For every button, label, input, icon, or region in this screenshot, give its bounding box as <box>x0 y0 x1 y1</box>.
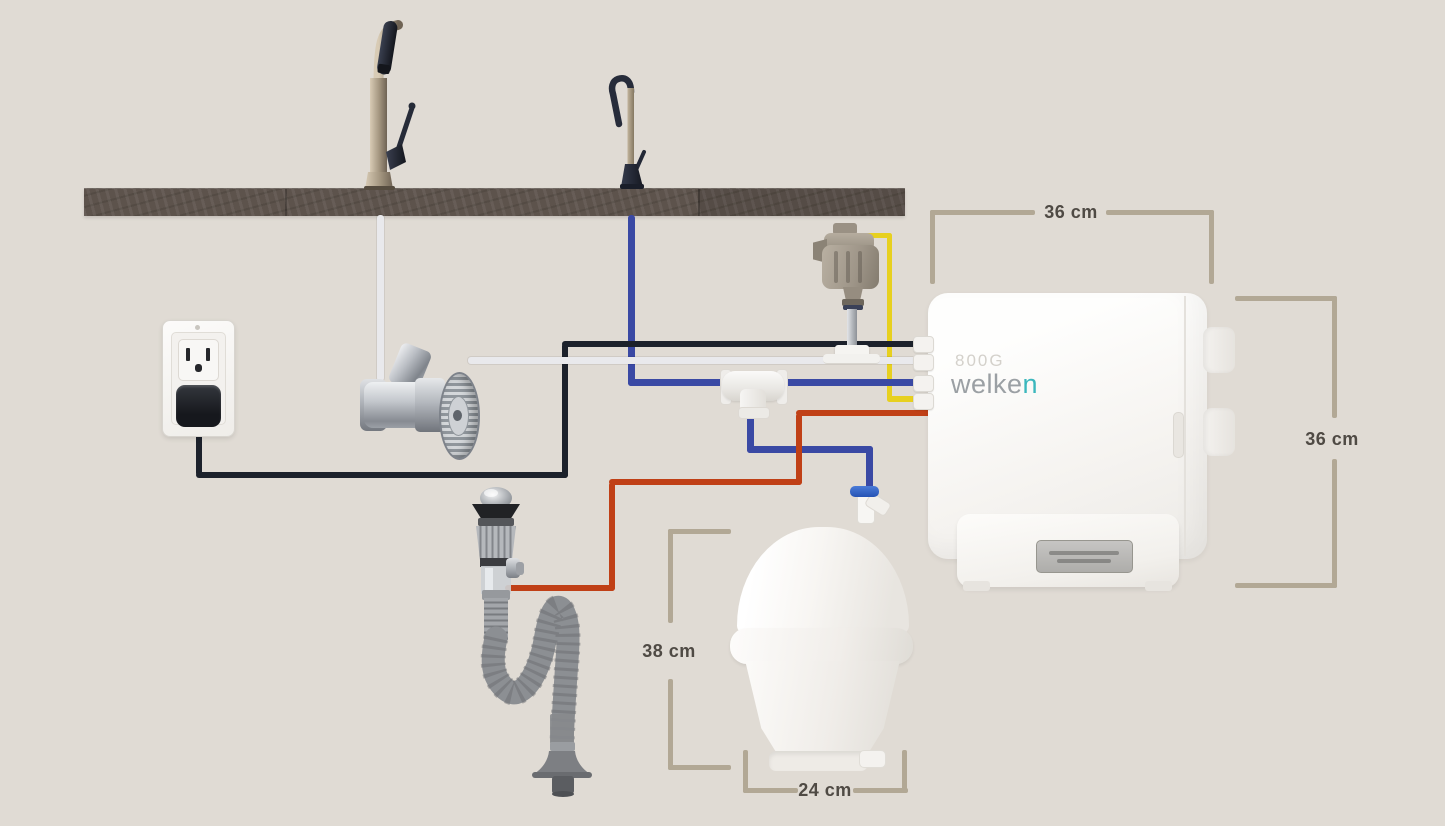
power-cord <box>562 341 932 347</box>
tube-red-drain <box>796 410 932 416</box>
unit-foot <box>963 581 990 591</box>
dim-bracket-tank-width <box>743 750 748 793</box>
unit-port-aux <box>913 393 934 410</box>
tank-base <box>769 751 868 771</box>
dim-bracket-tank-width <box>902 750 907 793</box>
dim-bracket-unit-height <box>1235 296 1337 301</box>
valve-cap <box>833 223 857 235</box>
dim-bracket-tank-height <box>668 679 673 770</box>
dim-bracket-unit-height <box>1235 583 1337 588</box>
unit-handle-slot <box>1173 412 1184 458</box>
angle-stop-valve <box>358 340 480 462</box>
counter-seam <box>698 189 700 216</box>
unit-right-fitting <box>1203 408 1235 456</box>
dim-bracket-unit-width <box>1209 210 1214 284</box>
tee-branch-flare <box>738 407 770 419</box>
outlet-slot <box>186 348 190 361</box>
dim-label-unit-height: 36 cm <box>1305 429 1359 449</box>
countertop <box>84 188 905 216</box>
unit-foot <box>1145 581 1172 591</box>
tank-valve-handle <box>850 486 879 497</box>
tube-yellow <box>887 396 932 402</box>
ro-faucet <box>608 75 646 189</box>
dim-label-tank-width: 24 cm <box>798 780 852 800</box>
tank-fitting <box>859 750 886 768</box>
power-cord <box>562 343 568 478</box>
tube-blue-faucet <box>628 215 635 386</box>
kitchen-faucet <box>364 20 416 190</box>
valve-clamp-plate <box>823 354 880 364</box>
unit-port-cord <box>913 336 934 353</box>
valve-ridge <box>834 251 838 283</box>
dim-label-unit-width: 36 cm <box>1044 202 1098 222</box>
tee-fitting <box>720 363 788 419</box>
brand-text: welke <box>951 369 1023 399</box>
power-cord <box>196 418 202 476</box>
unit-name-plate <box>1036 540 1133 573</box>
counter-shade <box>698 189 905 216</box>
dim-bracket-tank-height <box>668 765 731 770</box>
valve-neck <box>842 287 864 300</box>
tank-flange <box>730 628 913 664</box>
power-cord <box>196 472 568 478</box>
tube-blue-tank <box>747 446 873 453</box>
outlet-ground-hole <box>195 364 202 372</box>
plate-text-line <box>1057 559 1111 563</box>
tube-red-drain <box>609 479 802 485</box>
unit-port-feed <box>913 354 934 371</box>
dim-bracket-tank-width <box>743 788 798 793</box>
dim-bracket-tank-width <box>853 788 908 793</box>
valve-ring <box>843 305 863 310</box>
tube-yellow <box>887 233 892 402</box>
valve-stem <box>847 309 857 357</box>
unit-right-fitting <box>1203 327 1235 373</box>
valve-ridge <box>846 251 850 283</box>
dim-bracket-unit-width <box>930 210 935 284</box>
outlet-receptacle <box>178 339 219 381</box>
tube-white-feed <box>468 357 932 364</box>
dim-bracket-unit-width <box>930 210 1035 215</box>
tube-white-feed <box>377 215 384 381</box>
outlet-screw <box>195 325 200 330</box>
drain-assembly <box>472 487 592 797</box>
tank-dome <box>737 527 909 635</box>
unit-port-pure <box>913 375 934 392</box>
valve-flange <box>842 299 864 306</box>
dim-bracket-unit-width <box>1106 210 1214 215</box>
plate-text-line <box>1049 551 1119 555</box>
tube-red-drain <box>609 482 615 591</box>
dim-bracket-tank-height <box>668 529 731 534</box>
brand-accent-letter: n <box>1022 369 1039 399</box>
dim-label-tank-height: 38 cm <box>642 641 696 661</box>
unit-brand-logo: welken <box>951 369 1038 400</box>
tube-blue-tank <box>866 446 873 491</box>
dim-bracket-unit-height <box>1332 296 1337 418</box>
valve-wheel-screw <box>453 410 462 421</box>
counter-seam <box>285 189 287 216</box>
valve-body <box>822 245 879 289</box>
outlet-slot <box>206 348 210 361</box>
tube-red-drain <box>505 585 615 591</box>
auto-shutoff-valve <box>805 215 920 370</box>
unit-model-label: 800G <box>955 351 1005 370</box>
tank-lower-body <box>745 661 900 758</box>
dim-bracket-tank-height <box>668 529 673 623</box>
tube-blue-tank <box>747 404 754 453</box>
dim-bracket-unit-height <box>1332 459 1337 588</box>
tube-red-drain <box>796 413 802 485</box>
valve-ridge <box>858 251 862 283</box>
power-plug <box>176 385 221 427</box>
unit-panel-seam <box>1184 296 1186 556</box>
